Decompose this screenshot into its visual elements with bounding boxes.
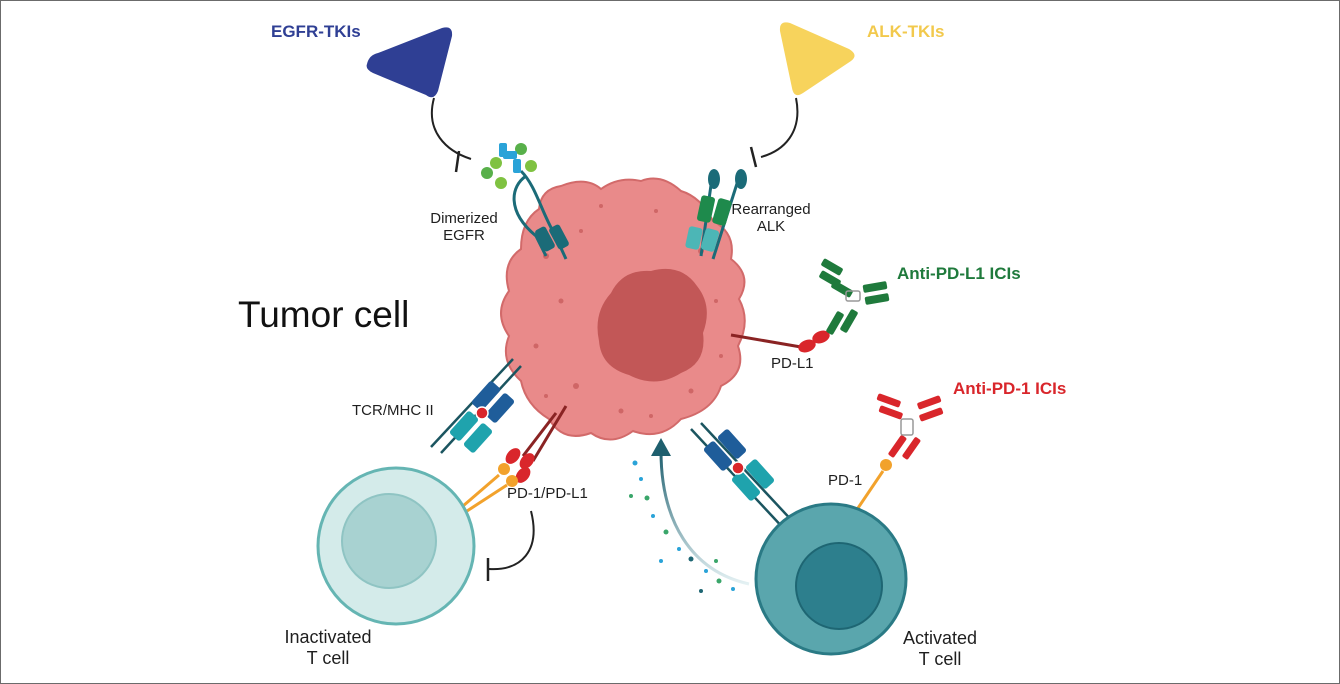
- anti-pd-l1-label: Anti-PD-L1 ICIs: [897, 264, 1021, 283]
- inactivated-t-cell: [316, 466, 476, 626]
- tcr-mhc-label: TCR/MHC II: [352, 402, 434, 419]
- inactivated-line2: T cell: [306, 647, 350, 668]
- rearranged-alk-line1: Rearranged: [731, 201, 811, 218]
- egfr-inhibition-bar: [454, 150, 461, 173]
- egfr-tkis-label: EGFR-TKIs: [271, 22, 361, 41]
- dimerized-egfr-line1: Dimerized: [430, 210, 498, 227]
- cytotoxic-attack-arrow: [659, 450, 750, 586]
- pd1-pdl1-label: PD-1/PD-L1: [507, 485, 588, 502]
- activated-t-cell-label: Activated T cell: [880, 628, 1000, 669]
- egfr-inhibition-curve: [430, 97, 472, 160]
- inactivated-t-cell-label: Inactivated T cell: [258, 627, 398, 668]
- alk-inhibition-bar: [749, 146, 758, 168]
- anti-pd-l1-antibody: [819, 258, 890, 335]
- activated-line1: Activated: [902, 628, 978, 648]
- pd1-inhibition-curve: [488, 510, 535, 571]
- pd1-pdl1-pair: [462, 405, 568, 513]
- dimerized-egfr-receptor: [481, 143, 569, 260]
- anti-pd-1-label: Anti-PD-1 ICIs: [953, 379, 1067, 398]
- cytotoxic-arrow-head: [651, 438, 671, 456]
- activated-pd-1: [854, 459, 892, 512]
- dimerized-egfr-line2: EGFR: [443, 227, 485, 245]
- egfr-tki-triangle: [366, 27, 453, 98]
- activated-line2: T cell: [918, 648, 962, 669]
- tcr-mhc-complex-inactivated: [430, 358, 522, 454]
- rearranged-alk-label: Rearranged ALK: [726, 201, 816, 236]
- tumor-cell-label: Tumor cell: [238, 294, 410, 335]
- inactivated-line1: Inactivated: [284, 627, 372, 647]
- tumor-pd-l1: [730, 330, 830, 353]
- rearranged-alk-line2: ALK: [756, 218, 786, 236]
- alk-tkis-label: ALK-TKIs: [867, 22, 945, 41]
- tcr-mhc-complex-activated: [690, 422, 797, 532]
- cytokine-dots: [629, 460, 735, 593]
- activated-t-cell: [754, 502, 908, 656]
- pd-l1-label: PD-L1: [771, 355, 814, 372]
- dimerized-egfr-label: Dimerized EGFR: [423, 210, 505, 245]
- tumor-nucleus: [597, 268, 707, 382]
- alk-inhibition-curve: [760, 97, 799, 158]
- alk-tki-triangle: [779, 22, 855, 96]
- anti-pd-1-antibody: [876, 393, 944, 460]
- rearranged-alk-receptor: [685, 169, 747, 260]
- pd-1-label: PD-1: [828, 472, 863, 489]
